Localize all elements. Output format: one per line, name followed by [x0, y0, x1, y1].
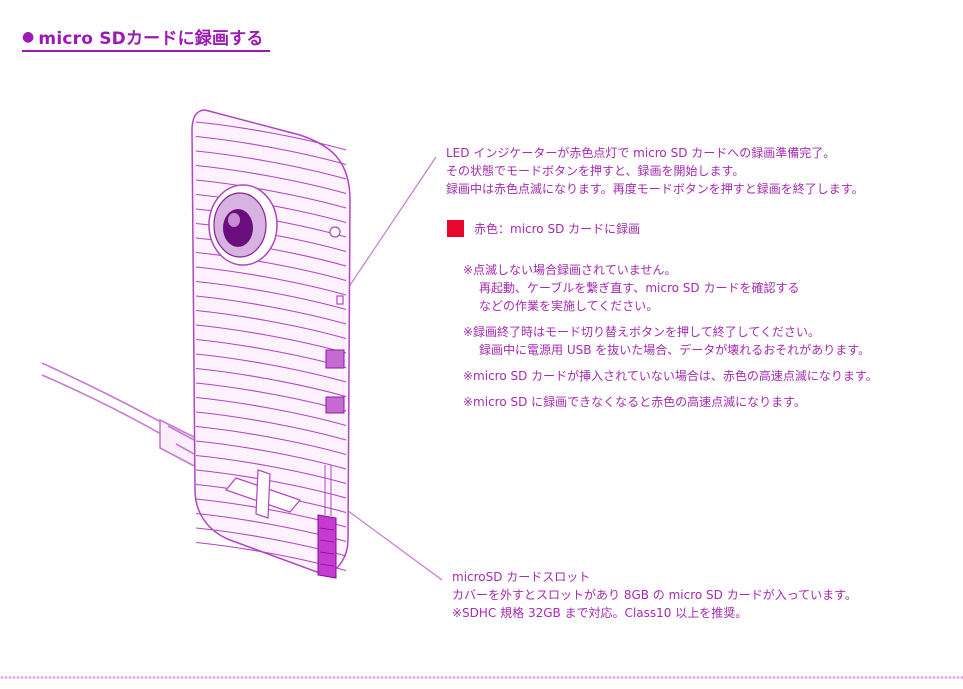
- main-description-line: 録画中は赤色点滅になります。再度モードボタンを押すと録画を終了します。: [446, 182, 864, 196]
- note-line: ※micro SD に録画できなくなると赤色の高速点滅になります。: [463, 395, 806, 409]
- slot-description-line: カバーを外すとスロットがあり 8GB の micro SD カードが入っています…: [452, 588, 857, 602]
- note-line: 再起動、ケーブルを繋ぎ直す、micro SD カードを確認する: [479, 281, 800, 295]
- main-description-line: LED インジケーターが赤色点灯で micro SD カードへの録画準備完了。: [446, 146, 836, 160]
- device-rib: [195, 135, 347, 166]
- mode-button-icon: [329, 226, 341, 238]
- micro-sd-card-icon: [317, 465, 337, 579]
- heading-underline: [22, 50, 270, 52]
- main-description: LED インジケーターが赤色点灯で micro SD カードへの録画準備完了。 …: [446, 144, 864, 198]
- tripod-mount-icon: [224, 469, 302, 519]
- note-line: などの作業を実施してください。: [479, 299, 659, 313]
- note-line: ※micro SD カードが挿入されていない場合は、赤色の高速点滅になります。: [463, 369, 878, 383]
- bottom-dotted-divider: [0, 675, 963, 680]
- lens-icon: [208, 184, 278, 266]
- notes: ※点滅しない場合録画されていません。 再起動、ケーブルを繋ぎ直す、micro S…: [463, 261, 878, 411]
- slot-description-line: microSD カードスロット: [452, 570, 591, 584]
- device-rib: [195, 440, 347, 470]
- device-rib: [195, 367, 347, 398]
- device-rib: [195, 396, 347, 427]
- device-rib: [195, 309, 347, 340]
- side-button-upper: [325, 349, 345, 369]
- device-rib: [195, 150, 347, 180]
- device-rib: [195, 295, 347, 325]
- device-rib: [195, 266, 347, 296]
- device-rib: [195, 454, 347, 485]
- slot-callout-line: [339, 504, 443, 581]
- red-swatch: [447, 220, 464, 237]
- device-rib: [195, 411, 347, 441]
- slot-description: microSD カードスロット カバーを外すとスロットがあり 8GB の mic…: [452, 568, 857, 622]
- device-rib: [195, 164, 347, 195]
- led-color-legend: 赤色：micro SD カードに録画: [447, 220, 640, 237]
- note-line: 録画中に電源用 USB を抜いた場合、データが壊れるおそれがあります。: [479, 343, 871, 357]
- device-rib: [195, 324, 347, 354]
- heading-bullet-icon: ●: [22, 28, 35, 45]
- side-button-lower: [325, 396, 345, 414]
- device-rib: [195, 280, 347, 311]
- device-rib: [195, 121, 347, 151]
- device-rib: [195, 353, 347, 383]
- device-rib: [195, 425, 347, 456]
- usb-cable-icon: [41, 362, 201, 470]
- main-description-line: その状態でモードボタンを押すと、録画を開始します。: [446, 164, 745, 178]
- page-heading: ● micro SDカードに録画する: [22, 24, 264, 50]
- legend-label: 赤色：micro SD カードに録画: [474, 222, 641, 236]
- page-title: micro SDカードに録画する: [38, 29, 264, 49]
- led-indicator-icon: [336, 295, 344, 305]
- device-rib: [195, 179, 347, 209]
- note-line: ※録画終了時はモード切り替えボタンを押して終了してください。: [463, 325, 820, 339]
- device-rib: [195, 251, 347, 282]
- slot-description-line: ※SDHC 規格 32GB まで対応。Class10 以上を推奨。: [452, 606, 748, 620]
- led-callout-line: [339, 156, 437, 301]
- note-line: ※点滅しない場合録画されていません。: [463, 263, 677, 277]
